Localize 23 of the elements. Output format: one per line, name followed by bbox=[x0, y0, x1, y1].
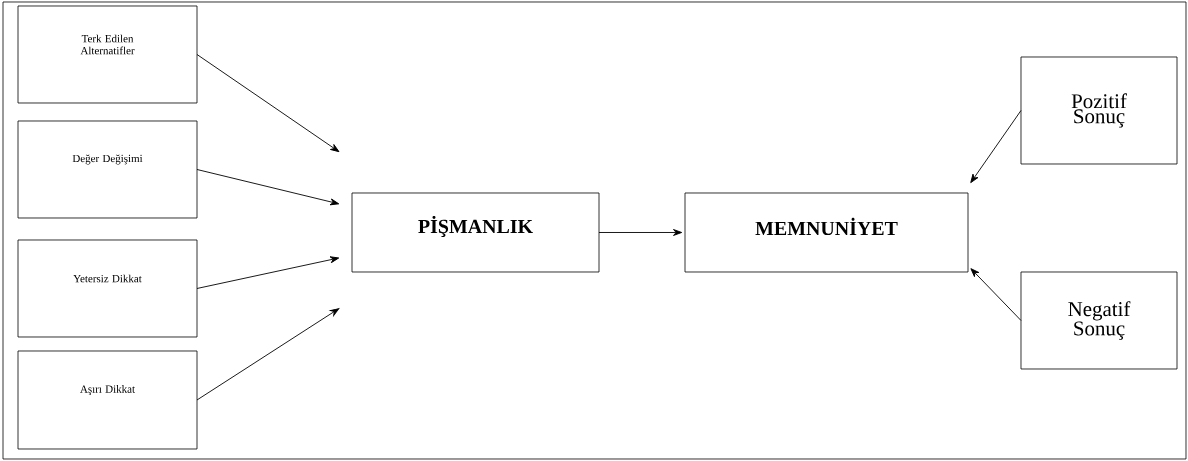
arrow bbox=[196, 256, 340, 289]
arrow bbox=[970, 268, 1022, 321]
box-label: Yetersiz Dikkat bbox=[73, 274, 142, 283]
box bbox=[1020, 56, 1178, 165]
box bbox=[1020, 271, 1178, 370]
box bbox=[17, 350, 198, 450]
box-label: MEMNUNİYET bbox=[755, 217, 898, 236]
box-label: Değer Değişimi bbox=[72, 154, 143, 165]
box-label: Negatif Sonuç bbox=[1068, 301, 1131, 340]
box-label: PİŞMANLIK bbox=[418, 215, 533, 238]
arrow bbox=[196, 54, 340, 153]
box-label: Terk Edilen Alternatifler bbox=[80, 34, 135, 55]
box bbox=[17, 120, 198, 219]
arrow bbox=[970, 110, 1022, 184]
box-label: Pozitif Sonuç bbox=[1071, 93, 1127, 128]
arrow bbox=[196, 169, 340, 206]
arrow bbox=[196, 308, 340, 401]
box bbox=[17, 5, 198, 104]
box bbox=[684, 192, 969, 273]
arrow bbox=[598, 229, 683, 236]
box bbox=[17, 239, 198, 338]
box bbox=[351, 192, 600, 273]
box-label: Aşırı Dikkat bbox=[80, 385, 135, 395]
